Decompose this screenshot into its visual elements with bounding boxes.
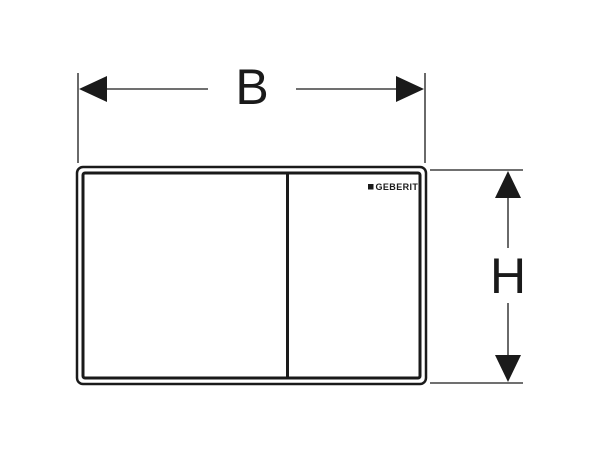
logo-square-icon	[368, 184, 374, 190]
height-label: H	[490, 248, 526, 304]
width-arrowhead-right	[396, 76, 424, 102]
flush-plate: GEBERIT	[75, 165, 428, 386]
width-label: B	[235, 59, 268, 115]
height-arrowhead-top	[495, 171, 521, 198]
plate-inner-frame	[81, 171, 422, 380]
height-arrowhead-bottom	[495, 355, 521, 382]
brand-logo: GEBERIT	[376, 182, 419, 192]
width-arrowhead-left	[79, 76, 107, 102]
width-dimension: B	[77, 59, 426, 163]
height-dimension: H	[430, 169, 526, 384]
plate-outer-frame	[75, 165, 428, 386]
